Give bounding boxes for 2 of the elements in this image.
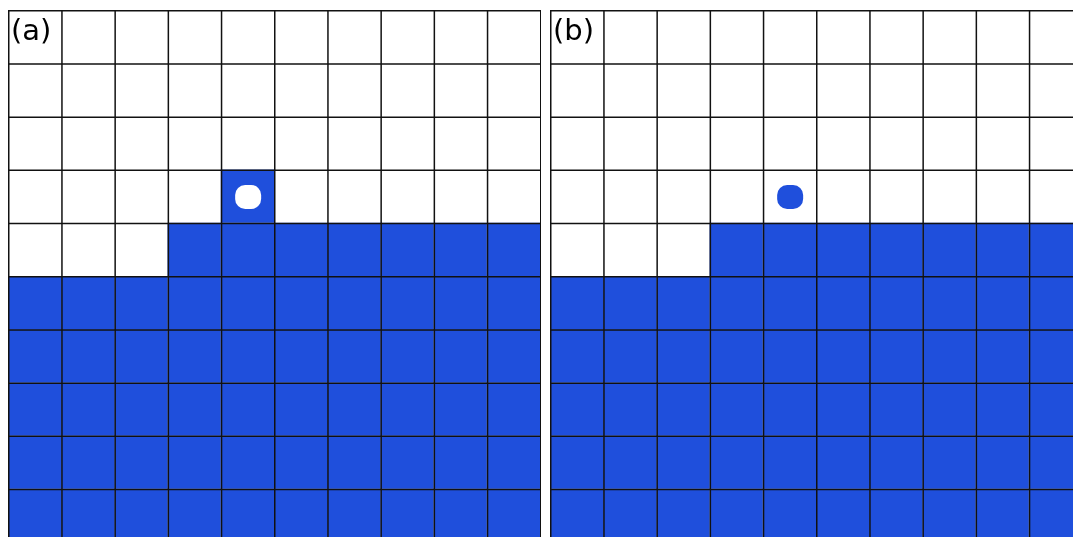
panel-label: (a) [11, 16, 52, 45]
panel-label: (b) [553, 16, 595, 45]
